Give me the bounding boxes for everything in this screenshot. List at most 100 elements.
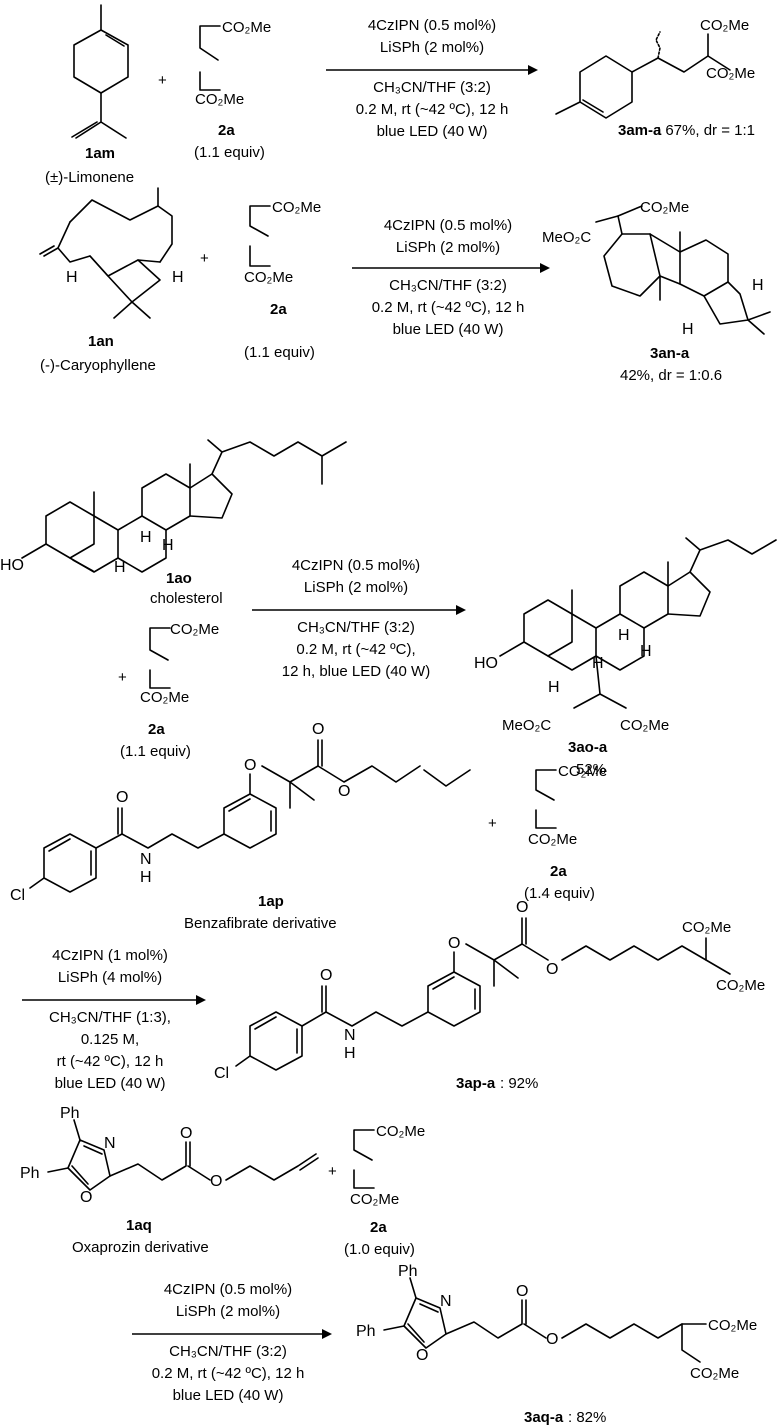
product-yield-3aq-a: : 82% <box>568 1409 606 1426</box>
reagent-label-2a: 2a <box>218 122 235 139</box>
row-cholesterol: H O H H H 1ao cholesterol + CO₂Me CO₂Me 2… <box>0 439 777 778</box>
ester-group: CO₂Me <box>640 199 689 216</box>
product-3am-a-structure: CO₂Me CO₂Me <box>555 17 755 119</box>
atom-ph: Ph <box>398 1263 418 1280</box>
atom-h: H <box>162 537 174 554</box>
ester-group: CO₂Me <box>195 91 244 108</box>
condition-text: LiSPh (2 mol%) <box>396 239 500 256</box>
reagent-2a-structure: CO₂Me CO₂Me <box>528 763 607 848</box>
condition-text: 12 h, blue LED (40 W) <box>282 663 430 680</box>
substrate-name-cholesterol: cholesterol <box>150 590 223 607</box>
reagent-2a-structure: CO₂Me CO₂Me <box>140 621 219 706</box>
ester-group: CO₂Me <box>140 689 189 706</box>
atom-o: O <box>516 1283 528 1300</box>
atom-h: H <box>640 643 652 660</box>
ester-group: CO₂Me <box>558 763 607 780</box>
atom-o: O <box>116 789 128 806</box>
condition-text: CH₃CN/THF (1:3), <box>49 1009 171 1026</box>
plus-sign: + <box>328 1163 337 1180</box>
condition-text: LiSPh (2 mol%) <box>304 579 408 596</box>
atom-o: O <box>448 935 460 952</box>
atom-ph: Ph <box>20 1165 40 1182</box>
reaction-arrow <box>132 1329 332 1339</box>
atom-o: O <box>546 1331 558 1348</box>
reaction-arrow <box>326 65 538 75</box>
atom-cl: Cl <box>10 887 25 904</box>
atom-h: H <box>548 679 560 696</box>
condition-text: LiSPh (4 mol%) <box>58 969 162 986</box>
ester-group: MeO₂C <box>502 717 551 734</box>
substrate-name-benzafibrate: Benzafibrate derivative <box>184 915 337 932</box>
product-label-3aq-a: 3aq-a <box>524 1409 564 1426</box>
atom-cl: Cl <box>214 1065 229 1082</box>
ester-group: CO₂Me <box>716 977 765 994</box>
row-oxaprozin: Ph Ph N O O O 1aq Oxaprozin derivative +… <box>20 1105 757 1426</box>
row-limonene: 1am (±)-Limonene + CO₂Me CO₂Me 2a (1.1 e… <box>45 4 755 186</box>
atom-o: O <box>516 899 528 916</box>
ester-group: CO₂Me <box>682 919 731 936</box>
substrate-label-1aq: 1aq <box>126 1217 152 1234</box>
atom-o: O <box>180 1125 192 1142</box>
reaction-arrow <box>22 995 206 1005</box>
reaction-arrow <box>352 263 550 273</box>
product-label-3an-a: 3an-a <box>650 345 690 362</box>
product-3ao-a-structure: HO H H H H MeO₂C CO₂Me <box>474 537 777 734</box>
ester-group: CO₂Me <box>528 831 577 848</box>
atom-h: H <box>344 1045 356 1062</box>
plus-sign: + <box>118 669 127 686</box>
condition-text: CH₃CN/THF (3:2) <box>169 1343 287 1360</box>
condition-text: LiSPh (2 mol%) <box>176 1303 280 1320</box>
substrate-label-1ao: 1ao <box>166 570 192 587</box>
plus-sign: + <box>488 815 497 832</box>
atom-o: O <box>210 1173 222 1190</box>
condition-text: 0.2 M, rt (~42 ºC), <box>296 641 415 658</box>
reaction-arrow <box>252 605 466 615</box>
reagent-2a-structure: CO₂Me CO₂Me <box>244 199 321 286</box>
substrate-name-limonene: (±)-Limonene <box>45 169 134 186</box>
ester-group: CO₂Me <box>376 1123 425 1140</box>
condition-text: blue LED (40 W) <box>173 1387 284 1404</box>
atom-h: H <box>114 559 126 576</box>
product-label-3ao-a: 3ao-a <box>568 739 608 756</box>
reagent-label-2a: 2a <box>270 301 287 318</box>
condition-text: blue LED (40 W) <box>377 123 488 140</box>
product-label-3am-a: 3am-a <box>618 122 662 139</box>
atom-h: H <box>66 269 78 286</box>
product-3ap-a-structure: O N H Cl O O O CO₂Me CO₂Me <box>214 899 765 1082</box>
ester-group: CO₂Me <box>244 269 293 286</box>
condition-text: blue LED (40 W) <box>55 1075 166 1092</box>
atom-h: H <box>140 869 152 886</box>
condition-text: 0.2 M, rt (~42 ºC), 12 h <box>372 299 525 316</box>
ester-group: CO₂Me <box>170 621 219 638</box>
reagent-label-2a: 2a <box>370 1219 387 1236</box>
substrate-name-oxaprozin: Oxaprozin derivative <box>72 1239 209 1256</box>
atom-o: O <box>338 783 350 800</box>
condition-text: 0.125 M, <box>81 1031 139 1048</box>
reagent-label-2a: 2a <box>148 721 165 738</box>
atom-o: O <box>320 967 332 984</box>
atom-ph: Ph <box>356 1323 376 1340</box>
product-yield-3ap-a: : 92% <box>500 1075 538 1092</box>
atom-n: N <box>344 1027 356 1044</box>
ester-group: CO₂Me <box>708 1317 757 1334</box>
atom-h: H <box>618 627 630 644</box>
ester-group: CO₂Me <box>700 17 749 34</box>
product-yield-3an-a: 42%, dr = 1:0.6 <box>620 367 722 384</box>
plus-sign: + <box>200 250 209 267</box>
condition-text: 4CzIPN (0.5 mol%) <box>368 17 496 34</box>
atom-o: O <box>244 757 256 774</box>
atom-o: O <box>546 961 558 978</box>
condition-text: 0.2 M, rt (~42 ºC), 12 h <box>356 101 509 118</box>
row-benzafibrate: O N H Cl O O O 1ap Benzafibrate derivati… <box>10 721 765 1092</box>
oxaprozin-structure: Ph Ph N O O O <box>20 1105 319 1206</box>
ester-group: MeO₂C <box>542 229 591 246</box>
reagent-equiv: (1.1 equiv) <box>194 144 265 161</box>
atom-h: H <box>140 529 152 546</box>
atom-h: H <box>682 321 694 338</box>
reagent-equiv: (1.1 equiv) <box>244 344 315 361</box>
reagent-label-2a: 2a <box>550 863 567 880</box>
reagent-equiv: (1.4 equiv) <box>524 885 595 902</box>
product-yield-3ao-a: 52% <box>576 761 606 778</box>
reagent-equiv: (1.1 equiv) <box>120 743 191 760</box>
